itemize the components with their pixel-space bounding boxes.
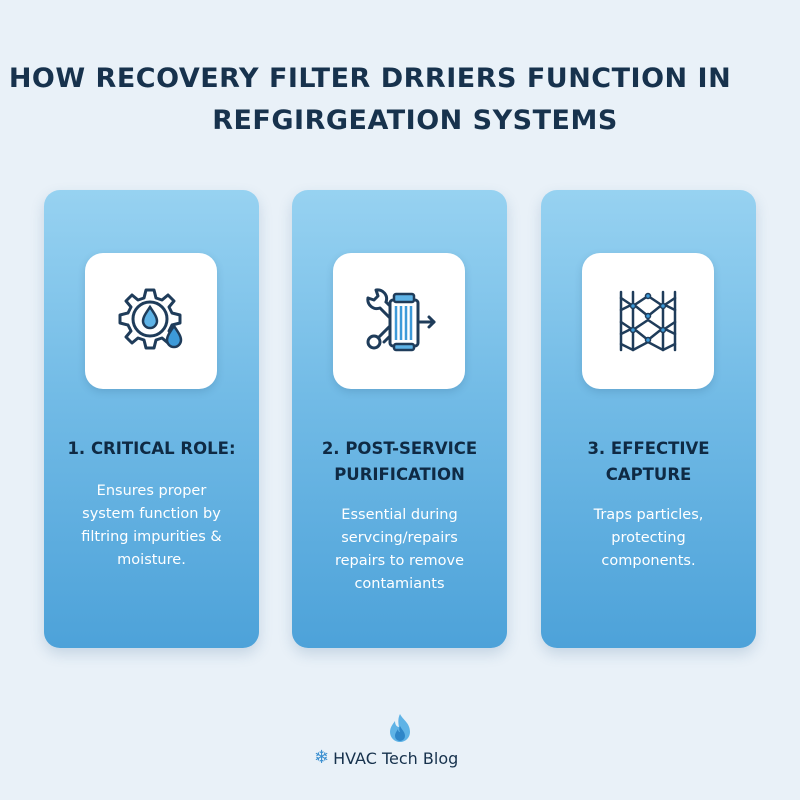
- card-description-line: repairs to remove: [334, 553, 465, 569]
- card-title-line: 2. POST-SERVICE: [321, 439, 478, 458]
- brand: ❄ HVAC Tech Blog: [314, 748, 458, 768]
- card-title: 1. CRITICAL ROLE:: [44, 436, 259, 462]
- wrench-filter-arrow-icon: [366, 288, 436, 352]
- card-description-line: Ensures proper: [96, 483, 207, 499]
- card-description: Traps particles, protecting components.: [555, 504, 742, 573]
- card-title-line: 3. EFFECTIVE: [587, 439, 710, 458]
- page-title-line-1: HOW RECOVERY FILTER DRRIERS FUNCTION IN: [8, 63, 732, 94]
- footer-logo: ❄ HVAC Tech Blog: [0, 712, 800, 782]
- card-effective-capture: 3. EFFECTIVE CAPTURE Traps particles, pr…: [541, 190, 756, 648]
- card-description-line: components.: [601, 553, 696, 569]
- card-description-line: Essential during: [341, 507, 458, 523]
- card-post-service-purification: 2. POST-SERVICE PURIFICATION Essential d…: [292, 190, 507, 648]
- snowflake-icon: ❄: [314, 747, 330, 768]
- card-critical-role: 1. CRITICAL ROLE: Ensures proper system …: [44, 190, 259, 648]
- page-title-line-2: REFGIRGEATION SYSTEMS: [212, 105, 618, 136]
- flame-icon: [390, 714, 410, 742]
- card-description-line: servcing/repairs: [341, 530, 458, 546]
- card-description-line: protecting: [611, 530, 686, 546]
- card-title: 3. EFFECTIVE CAPTURE: [541, 436, 756, 488]
- icon-tile: [333, 253, 465, 389]
- card-description: Ensures proper system function by filtri…: [58, 480, 245, 572]
- icon-tile: [582, 253, 714, 389]
- card-description-line: Traps particles,: [593, 507, 704, 523]
- card-title-line: 1. CRITICAL ROLE:: [67, 439, 236, 458]
- brand-name: HVAC Tech Blog: [333, 748, 459, 768]
- mesh-filter-net-icon: [619, 290, 677, 352]
- card-title: 2. POST-SERVICE PURIFICATION: [292, 436, 507, 488]
- icon-tile: [85, 253, 217, 389]
- card-description-line: filtring impurities &: [81, 529, 222, 545]
- card-description: Essential during servcing/repairs repair…: [306, 504, 493, 596]
- gear-water-drop-icon: [118, 288, 183, 350]
- card-description-line: moisture.: [117, 552, 186, 568]
- card-description-line: system function by: [82, 506, 221, 522]
- card-title-line: CAPTURE: [605, 465, 692, 484]
- card-description-line: contamiants: [354, 576, 445, 592]
- page-title: HOW RECOVERY FILTER DRRIERS FUNCTION IN …: [0, 58, 800, 142]
- card-title-line: PURIFICATION: [334, 465, 465, 484]
